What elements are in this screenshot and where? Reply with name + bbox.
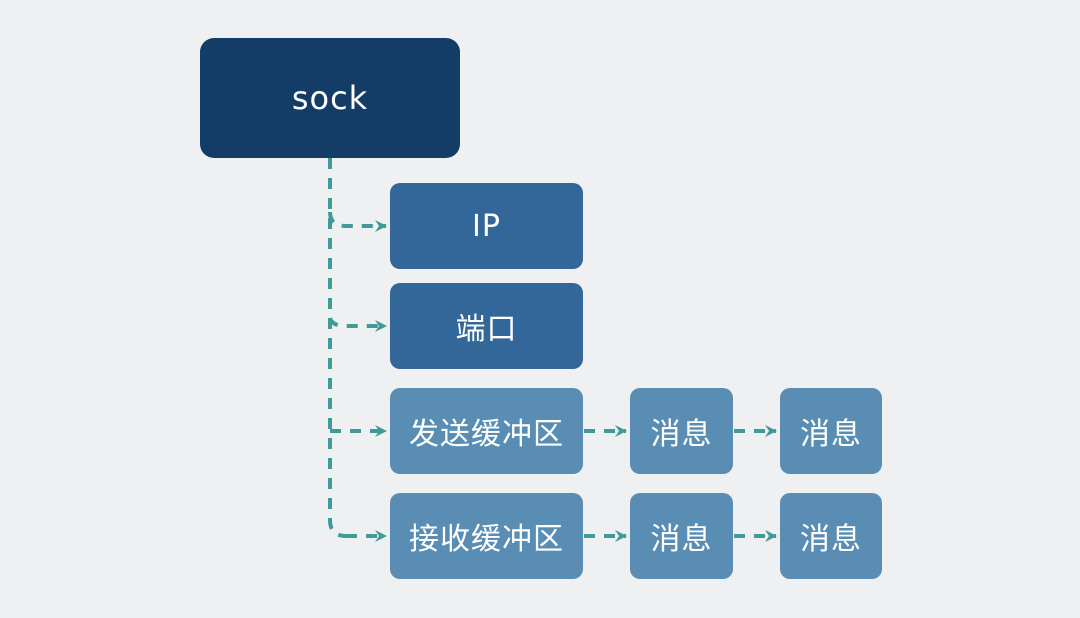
- ip-label: IP: [472, 208, 501, 244]
- ip-node: IP: [390, 183, 583, 269]
- trunk-connector: [328, 158, 347, 538]
- port-node: 端口: [390, 283, 583, 369]
- recv-message-label-2: 消息: [800, 522, 862, 557]
- send-buffer-node: 发送缓冲区: [390, 388, 583, 474]
- branch-ip-arrow: [328, 211, 387, 232]
- recv-message-node-1: 消息: [630, 493, 733, 579]
- send-message-node-2: 消息: [780, 388, 882, 474]
- send-message-label-2: 消息: [800, 417, 862, 452]
- recv-buffer-node: 接收缓冲区: [390, 493, 583, 579]
- sock-node: sock: [200, 38, 460, 158]
- sock-label: sock: [291, 79, 369, 117]
- send-message-label-1: 消息: [650, 417, 713, 452]
- recv-buffer-label: 接收缓冲区: [409, 522, 564, 557]
- port-label: 端口: [455, 312, 518, 347]
- send-buffer-label: 发送缓冲区: [409, 417, 564, 452]
- send-message-node-1: 消息: [630, 388, 733, 474]
- recv-message-label-1: 消息: [650, 522, 713, 557]
- branch-port-arrow: [328, 317, 387, 332]
- recv-message-node-2: 消息: [780, 493, 882, 579]
